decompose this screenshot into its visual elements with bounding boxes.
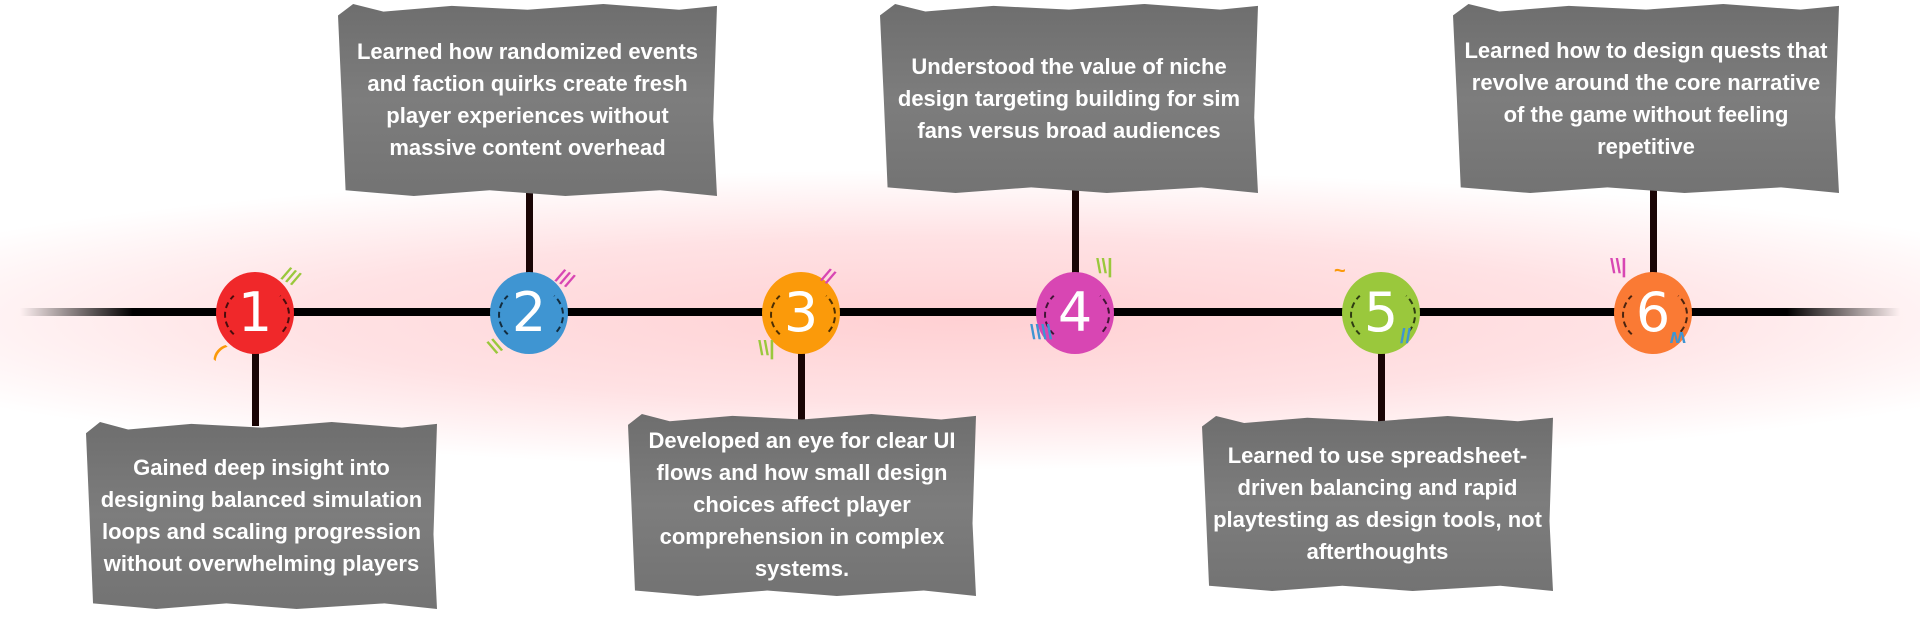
connector-6	[1650, 185, 1657, 277]
milestone-text-2: Learned how randomized events and factio…	[356, 39, 699, 160]
milestone-number-1: 1	[237, 281, 273, 344]
sparkle-icon: \\|	[1096, 256, 1113, 278]
milestone-text-6: Learned how to design quests that revolv…	[1464, 37, 1828, 159]
milestone-text-1: Gained deep insight into designing balan…	[100, 454, 423, 576]
milestone-card-2: Learned how randomized events and factio…	[338, 4, 717, 196]
milestone-text-4: Understood the value of niche design tar…	[897, 53, 1241, 143]
timeline-line	[20, 308, 1900, 316]
milestone-card-4: Understood the value of niche design tar…	[880, 4, 1258, 193]
connector-2	[526, 186, 533, 276]
milestone-card-6: Learned how to design quests that revolv…	[1453, 4, 1839, 193]
milestone-marker-4: 4	[1036, 272, 1114, 354]
sparkle-icon: //	[1400, 326, 1412, 348]
milestone-text-3: Developed an eye for clear UI flows and …	[648, 428, 956, 581]
milestone-marker-1: 1	[216, 272, 294, 354]
sparkle-icon: \\|	[1610, 256, 1627, 278]
milestone-number-2: 2	[511, 281, 547, 344]
connector-1	[252, 350, 259, 426]
milestone-card-3: Developed an eye for clear UI flows and …	[628, 414, 976, 596]
connector-5	[1378, 350, 1385, 422]
milestone-marker-6: 6	[1614, 272, 1692, 354]
milestone-text-5: Learned to use spreadsheet-driven balanc…	[1213, 442, 1542, 564]
milestone-number-6: 6	[1635, 281, 1671, 344]
sparkle-icon: \\\\	[1030, 322, 1053, 344]
milestone-card-1: Gained deep insight into designing balan…	[86, 422, 437, 609]
milestone-marker-2: 2	[490, 272, 568, 354]
milestone-number-5: 5	[1363, 281, 1399, 344]
milestone-number-4: 4	[1057, 281, 1093, 344]
connector-4	[1072, 175, 1079, 275]
sparkle-icon: \\|	[758, 338, 775, 360]
milestone-card-5: Learned to use spreadsheet-driven balanc…	[1202, 416, 1553, 591]
sparkle-icon: ʍ	[1670, 326, 1686, 348]
milestone-number-3: 3	[783, 281, 819, 344]
connector-3	[798, 350, 805, 420]
milestone-marker-3: 3	[762, 272, 840, 354]
milestone-marker-5: 5	[1342, 272, 1420, 354]
sparkle-icon: ~	[1334, 260, 1346, 282]
